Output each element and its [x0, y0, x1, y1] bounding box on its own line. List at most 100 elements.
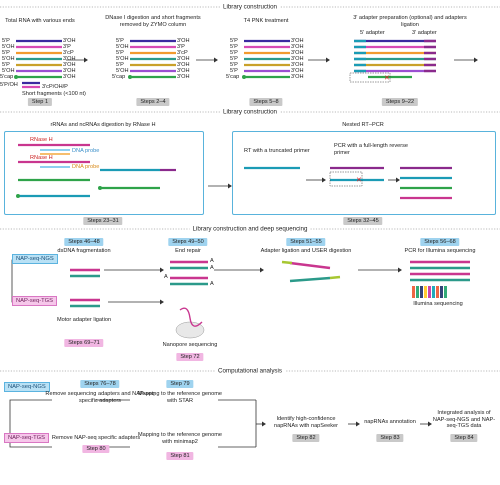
end-label: 5′OH [2, 56, 15, 62]
col-title: T4 PNK treatment [243, 18, 289, 24]
end-label: 5′P [116, 62, 124, 68]
end-label: 5′P [2, 50, 10, 56]
end-label: 5′P [2, 38, 10, 44]
end-label: 3′OH [291, 68, 304, 74]
rnase-panel [4, 131, 204, 215]
end-label: 3′OH [291, 62, 304, 68]
end-label: 5′OH [2, 68, 15, 74]
end-label: 3′cP [63, 50, 74, 56]
end-label: 5′cap [112, 74, 126, 80]
a-tail: A [210, 281, 214, 287]
adapter-label: 5′ adapter [360, 30, 385, 36]
a-tail: A [210, 265, 214, 271]
section-header: Library construction and deep sequencing [189, 225, 311, 233]
step-badge: Steps 49–50 [168, 238, 208, 246]
col-title: 3′ adapter preparation (optional) and ad… [353, 15, 467, 28]
col-title: DNase I digestion and short fragments re… [105, 15, 201, 28]
step-badge: Step 72 [176, 353, 204, 361]
illumina-label: Illumina sequencing [413, 301, 463, 307]
dna-probe-label: DNA probe [72, 148, 100, 154]
end-label: 3′OH [177, 68, 190, 74]
step-badge: Steps 56–68 [420, 238, 460, 246]
step-badge: Step 79 [166, 380, 194, 388]
remove-ngs-label: Remove sequencing adapters and NAP-seq s… [45, 391, 155, 404]
end-label: 3′OH [291, 50, 304, 56]
nap-seq-tgs-label: NAP-seq-TGS [4, 433, 50, 443]
rnase-label: RNase H [30, 137, 53, 143]
svg-text:✕: ✕ [356, 177, 362, 184]
svg-text:✕: ✕ [384, 75, 390, 82]
cap-icon [14, 75, 18, 79]
end-label: 3′OH [63, 38, 76, 44]
motor-label: Motor adapter ligation [56, 317, 112, 323]
step-badge: Steps 69–71 [64, 339, 104, 347]
end-label: 5′P [230, 50, 238, 56]
identify-label: Identify high-confidence napRNAs with na… [273, 416, 339, 429]
adapter-ligation-label: Adapter ligation and USER digestion [260, 248, 352, 254]
step-badge: Steps 32–45 [343, 217, 383, 225]
end-label: 3′OH [177, 38, 190, 44]
end-label: 5′cap [0, 74, 14, 80]
rnase-label: RNase H [30, 155, 53, 161]
rtpcr-panel [232, 131, 496, 215]
section-header: Library construction [220, 3, 280, 11]
step-badge: Steps 9–22 [381, 98, 419, 106]
end-label: 5′OH [116, 44, 129, 50]
col-title: Total RNA with various ends [5, 18, 75, 24]
a-tail: A [210, 258, 214, 264]
section-header: Computational analysis [215, 367, 285, 375]
annotation-label: napRNAs annotation [364, 419, 416, 425]
end-label: 5′P [230, 44, 238, 50]
nap-seq-tgs-label: NAP-seq-TGS [12, 296, 58, 306]
step-badge: Steps 46–48 [64, 238, 104, 246]
end-label: 5′P [116, 38, 124, 44]
step-badge: Steps 23–31 [83, 217, 123, 225]
end-label: 3′OH [177, 56, 190, 62]
short-fragments-label: Short fragments (<100 nt) [22, 91, 86, 97]
panel-title: rRNAs and ncRNAs digestion by RNase H [50, 122, 156, 128]
pcr-illumina-label: PCR for Illumina sequencing [404, 248, 476, 254]
dna-probe-label: DNA probe [72, 164, 100, 170]
pcr-label: PCR with a full-length reverse primer [334, 143, 408, 156]
end-repair-label: End repair [175, 248, 201, 254]
end-label: 5′P [116, 50, 124, 56]
step-badge: Step 84 [450, 434, 478, 442]
end-label: 5′OH [116, 68, 129, 74]
end-label: 5′P/OH [0, 82, 18, 88]
end-label: 3′OH [291, 44, 304, 50]
a-tail: A [164, 274, 168, 280]
step-badge: Step 1 [27, 98, 53, 106]
step-badge: Steps 76–78 [80, 380, 120, 388]
step-badge: Step 82 [292, 434, 320, 442]
end-label: 3′cP [177, 50, 188, 56]
end-label: 3′OH [291, 38, 304, 44]
end-label: 5′P [230, 62, 238, 68]
end-label: 5′OH [2, 44, 15, 50]
end-label: 3′OH [63, 62, 76, 68]
rt-label: RT with a truncated primer [244, 148, 310, 154]
end-label: 5′P [2, 62, 10, 68]
end-label: 3′OH [177, 62, 190, 68]
end-label: 3′OH [63, 56, 76, 62]
nap-seq-ngs-label: NAP-seq-NGS [4, 382, 50, 392]
end-label: 3′cP/OH/P [42, 84, 68, 90]
integrated-label: Integrated analysis of NAP-seq-NGS and N… [432, 410, 496, 430]
map-mini-label: Mapping to the reference genome with min… [138, 432, 222, 445]
step-badge: Steps 2–4 [136, 98, 170, 106]
step-badge: Step 81 [166, 452, 194, 460]
nanopore-label: Nanopore sequencing [162, 342, 218, 348]
end-label: 3′OH [291, 74, 304, 80]
map-star-label: Mapping to the reference genome with STA… [138, 391, 222, 404]
end-label: 5′cap [226, 74, 240, 80]
end-label: 3′P [177, 44, 185, 50]
end-label: 3′OH [63, 68, 76, 74]
end-label: 5′P [230, 56, 238, 62]
end-label: 5′OH [116, 56, 129, 62]
end-label: 3′OH [291, 56, 304, 62]
end-label: 5′P [230, 38, 238, 44]
end-label: 5′P [230, 68, 238, 74]
nap-seq-ngs-label: NAP-seq-NGS [12, 254, 58, 264]
remove-tgs-label: Remove NAP-seq specific adapters [51, 435, 141, 441]
section-header: Library construction [220, 108, 280, 116]
